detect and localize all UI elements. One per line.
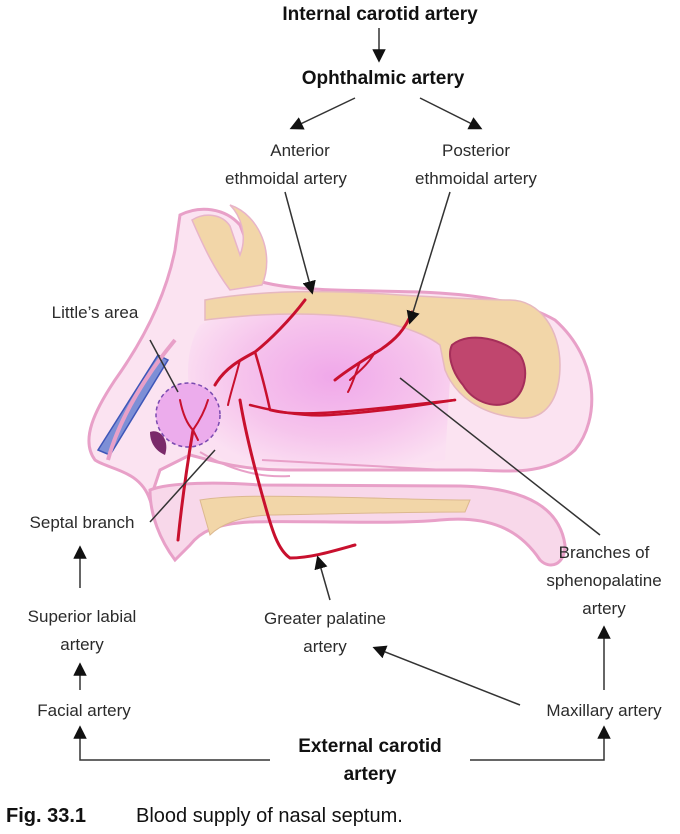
leader-posterior-ethmoidal xyxy=(406,191,451,325)
label-greater-palatine-line2: artery xyxy=(303,637,347,656)
label-external-carotid-line2: artery xyxy=(344,764,397,785)
palatine-bone xyxy=(199,495,471,536)
arrow-external-to-maxillary xyxy=(470,725,611,761)
figure-caption: Fig. 33.1 Blood supply of nasal septum. xyxy=(6,805,403,827)
leader-littles-area xyxy=(149,339,179,393)
nasal-floor-line xyxy=(261,459,446,471)
label-sphenopalatine-line1: Branches of xyxy=(559,543,650,562)
vessels xyxy=(176,298,457,560)
nostril xyxy=(150,431,167,455)
leader-sphenopalatine xyxy=(399,377,601,536)
label-sphenopalatine-line2: sphenopalatine xyxy=(546,571,661,590)
posterior-ethmoidal-vessel xyxy=(333,310,414,382)
sphenoid-sinus xyxy=(449,336,527,406)
label-anterior-ethmoidal-line2: ethmoidal artery xyxy=(225,169,347,188)
littles-area-circle xyxy=(155,382,221,448)
label-septal-branch: Septal branch xyxy=(30,513,135,532)
label-ophthalmic: Ophthalmic artery xyxy=(302,68,465,89)
posterior-ethmoidal-branch xyxy=(347,351,376,393)
label-superior-labial-line1: Superior labial xyxy=(28,607,137,626)
label-littles-area: Little’s area xyxy=(52,303,139,322)
label-external-carotid-line1: External carotid xyxy=(298,736,442,757)
septum xyxy=(188,302,451,468)
labels: Internal carotid artery Ophthalmic arter… xyxy=(28,4,662,785)
label-greater-palatine-line1: Greater palatine xyxy=(264,609,386,628)
label-posterior-ethmoidal-line2: ethmoidal artery xyxy=(415,169,537,188)
arrow-external-to-facial xyxy=(73,725,270,761)
caption-text: Blood supply of nasal septum. xyxy=(136,805,403,827)
label-superior-labial-line2: artery xyxy=(60,635,104,654)
anatomy xyxy=(87,204,594,567)
greater-palatine-vessel xyxy=(238,398,357,560)
littles-area-plexus xyxy=(179,399,209,441)
nasal-dorsum xyxy=(106,338,177,461)
leader-greater-palatine xyxy=(314,555,331,601)
arrow-ophthalmic-to-posterior xyxy=(419,97,483,130)
label-posterior-ethmoidal-line1: Posterior xyxy=(442,141,510,160)
label-facial-artery: Facial artery xyxy=(37,701,131,720)
leader-septal-branch xyxy=(149,449,216,523)
label-anterior-ethmoidal-line1: Anterior xyxy=(270,141,330,160)
caption-number: Fig. 33.1 xyxy=(6,805,86,827)
leader-lines xyxy=(73,28,611,761)
septal-branch-vessel xyxy=(176,428,195,542)
label-sphenopalatine-line3: artery xyxy=(582,599,626,618)
label-internal-carotid: Internal carotid artery xyxy=(282,4,478,25)
sphenopalatine-vessel xyxy=(248,398,457,417)
frontal-bone xyxy=(191,204,268,291)
arrow-maxillary-to-greater-palatine xyxy=(372,645,521,706)
anterior-ethmoidal-branch-2 xyxy=(227,359,241,406)
leader-anterior-ethmoidal xyxy=(284,191,316,295)
arrow-ophthalmic-to-anterior xyxy=(289,97,356,130)
label-maxillary-artery: Maxillary artery xyxy=(546,701,662,720)
